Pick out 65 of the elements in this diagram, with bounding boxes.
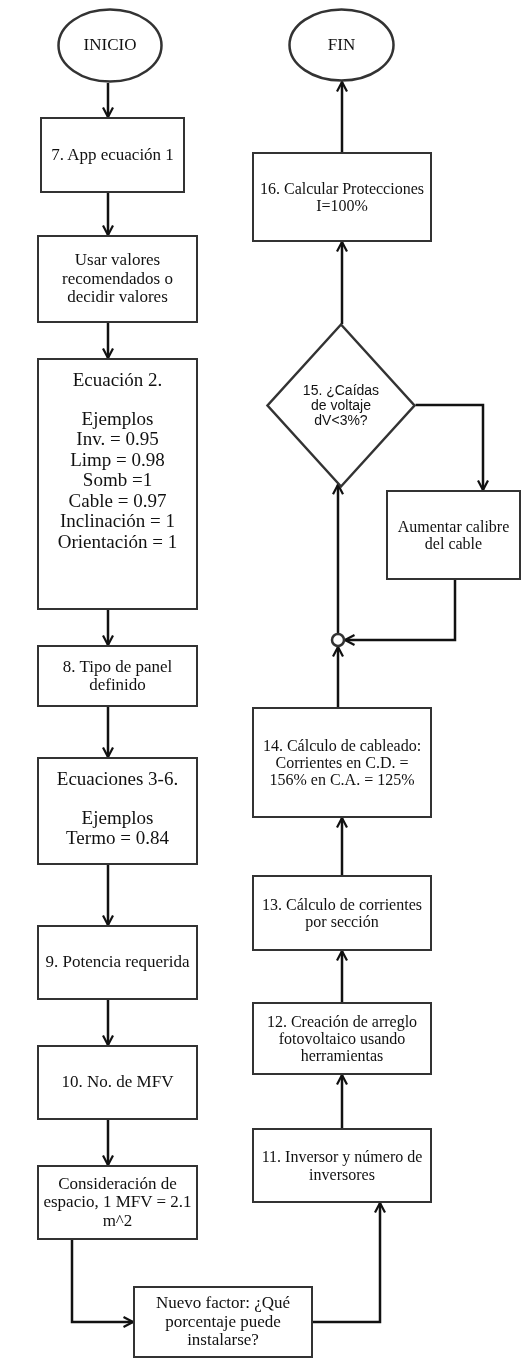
node-text: 14. Cálculo de cableado: Corrientes en C.D. = 156% en C.A. = 125% [261,736,423,789]
arrow [335,80,349,152]
process-box [37,757,198,865]
node-text: 15. ¿Caídas de voltaje dV<3%? [301,382,381,429]
process-box [37,1045,198,1120]
process-box [252,707,432,818]
node-text: 16. Calcular Protecciones I=100% [259,179,425,215]
arrow [335,240,349,325]
arrow [335,1073,349,1128]
node-text: 9. Potencia requerida [45,953,190,972]
node-text: Nuevo factor: ¿Qué porcentaje puede instalarse? [154,1294,292,1350]
node-text: Cable = 0.97 [68,490,167,512]
node-text: Usar valores recomendados o decidir valores [61,251,174,307]
process-box [37,645,198,707]
decision-diamond [266,323,416,488]
node-text: 8. Tipo de panel definido [61,657,174,695]
terminal-ellipse [288,8,395,82]
arrow [101,707,115,759]
node-text: 10. No. de MFV [61,1073,174,1092]
node-text: Inv. = 0.95 [76,429,159,450]
process-box [252,1002,432,1075]
process-box [37,358,198,610]
node-text: Ecuación 2. [72,370,163,391]
arrow [313,1201,387,1324]
arrow [343,580,457,647]
arrow [101,865,115,927]
node-text: Termo = 0.84 [66,828,169,849]
arrow [101,610,115,647]
node-text: Ejemplos [81,408,154,430]
terminal-ellipse [57,8,163,83]
junction-circle [331,633,345,647]
process-box [37,235,198,323]
process-box [252,152,432,242]
node-text: Somb =1 [82,470,153,491]
arrow [101,193,115,237]
process-box [252,875,432,951]
node-text: Aumentar calibre del cable [396,517,511,553]
arrow [335,949,349,1002]
node-text: Inclinación = 1 [59,511,176,532]
node-text: Consideración de espacio, 1 MFV = 2.1 m^2 [42,1174,193,1231]
arrow [101,1000,115,1047]
arrow [101,1120,115,1167]
node-text: Limp = 0.98 [70,449,165,471]
process-box [133,1286,313,1358]
arrow [101,323,115,360]
arrow [415,403,490,492]
arrow [70,1240,135,1329]
node-text: FIN [327,35,356,55]
node-text: 13. Cálculo de corrientes por sección [261,895,423,931]
process-box [252,1128,432,1203]
node-text: Ejemplos [81,807,154,829]
arrow [101,82,115,119]
process-box [386,490,521,580]
node-text: 7. App ecuación 1 [51,145,174,165]
arrow [331,645,345,707]
node-text: 11. Inversor y número de inversores [260,1148,424,1183]
node-text: Ecuaciones 3-6. [56,769,179,790]
process-box [37,925,198,1000]
process-box [40,117,185,193]
process-box [37,1165,198,1240]
node-text: 12. Creación de arreglo fotovoltaico usando herramientas [265,1012,419,1065]
arrow [335,816,349,875]
node-text: Orientación = 1 [57,531,178,553]
node-text: INICIO [83,36,137,55]
arrow [331,483,345,633]
